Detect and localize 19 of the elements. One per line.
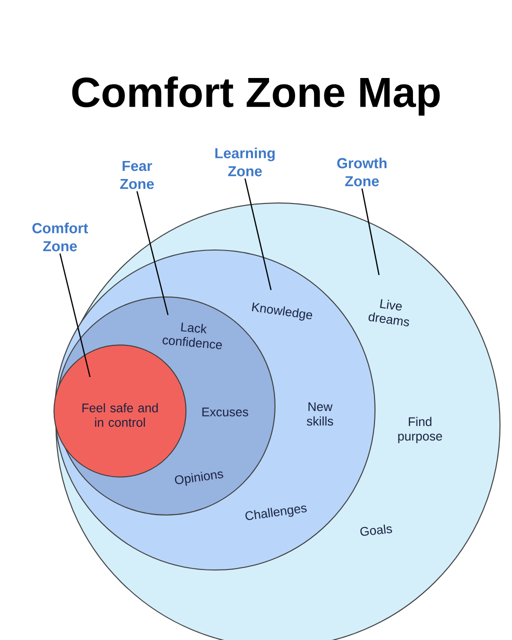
- zone-item: Lack confidence: [162, 322, 222, 350]
- zone-item: Opinions: [174, 472, 224, 486]
- title: Comfort Zone Map: [72, 76, 440, 116]
- zone-label: Learning Zone: [215, 148, 275, 176]
- leader-line: [244, 178, 272, 290]
- zone-item: Goals: [360, 524, 392, 536]
- zone-item: Excuses: [202, 408, 248, 416]
- zone-item: Find purpose: [398, 416, 442, 444]
- zone-item: New skills: [306, 402, 334, 426]
- zone-item: Live dreams: [368, 299, 410, 326]
- leader-line: [136, 191, 169, 316]
- leader-line: [361, 188, 380, 276]
- zone-item: Feel safe and in control: [82, 403, 158, 427]
- leader-line: [59, 253, 91, 378]
- zone-label: Comfort Zone: [32, 222, 88, 252]
- zone-item: Knowledge: [252, 302, 312, 321]
- zone-item: Challenges: [245, 506, 307, 520]
- zone-label: Growth Zone: [337, 158, 386, 186]
- zone-label: Fear Zone: [120, 160, 154, 190]
